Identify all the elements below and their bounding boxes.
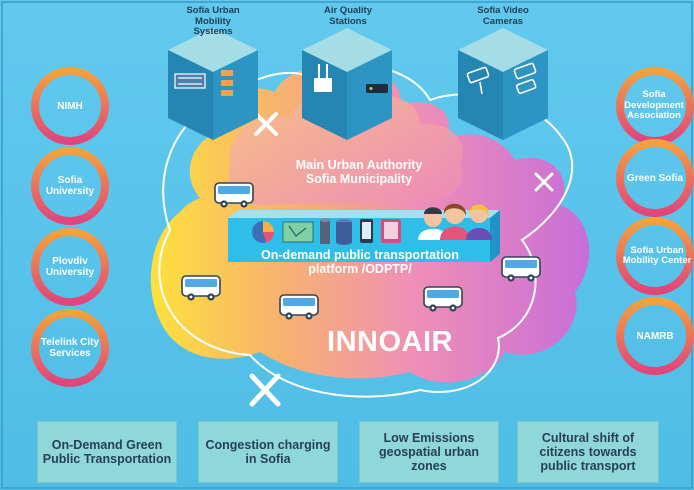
partner-plovdiv-university: Plovdiv University [45,256,95,278]
authority-cloud-highlight [228,92,463,205]
camera-icon [513,62,537,95]
cross-mark [249,373,281,407]
source-video-cameras: Sofia Video Cameras [477,5,529,27]
camera-icon [466,66,490,95]
ring-plovdiv-university [31,228,109,306]
partner-sofia-development: Sofia Development Association [624,89,684,122]
tablet-icon [381,219,401,243]
network-icon [221,70,233,96]
source-air-quality: Air Quality Stations [323,5,373,27]
partner-green-sofia: Green Sofia [626,172,684,184]
pie-chart-icon [252,221,275,243]
authority-line-2: Sofia Municipality [305,172,413,186]
partner-sofia-university: Sofia University [45,175,95,197]
partner-namrb: NAMRB [636,330,674,342]
partner-sofia-mobility-center: Sofia Urban Mobility Center [622,244,692,266]
goal-low-emissions: Low Emissions geospatial urban zones [359,421,499,483]
ring-namrb [616,297,694,375]
partner-telelink: Telelink City Services [40,337,100,359]
ring-sofia-mobility-center [616,217,694,295]
database-icon [320,218,330,244]
goal-green-transport: On-Demand Green Public Transportation [37,421,177,483]
platform-side [490,210,500,262]
platform-line-2: platform /ODPTP/ [308,262,412,276]
server-icon [174,73,206,89]
goal-congestion-charging: Congestion charging in Sofia [198,421,338,483]
authority-line-1: Main Urban Authority [295,158,423,172]
platform-line-1: On-demand public transportation [261,248,459,262]
antenna-icon [314,64,332,92]
source-urban-mobility: Sofia Urban Mobility Systems [186,5,240,37]
ring-nimh [31,67,109,145]
sensor-icon [366,84,388,93]
citizens-group-icon [418,203,492,240]
map-icon [282,221,314,243]
project-name: INNOAIR [327,326,453,358]
storage-icon [336,219,352,245]
cross-mark [534,172,554,192]
partner-nimh: NIMH [57,100,83,112]
ring-sofia-university [31,147,109,225]
goal-cultural-shift: Cultural shift of citizens towards publi… [517,421,659,483]
ring-telelink [31,309,109,387]
cross-mark [254,112,278,136]
smartphone-icon [360,219,373,243]
ring-green-sofia [616,139,694,217]
connection-loop [158,63,574,398]
